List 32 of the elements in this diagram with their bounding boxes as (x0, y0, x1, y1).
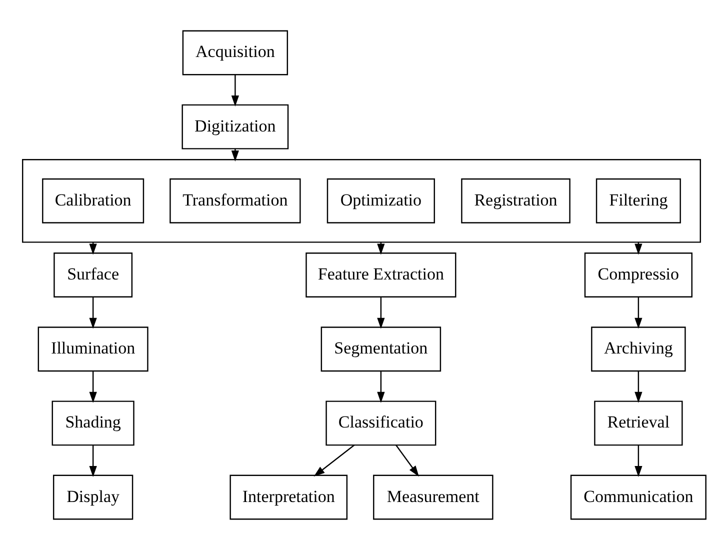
arrow (89, 370, 97, 402)
node-box: Transformation (170, 178, 301, 223)
node-box: Measurement (373, 474, 494, 520)
node-box: Interpretation (230, 474, 348, 520)
node-box: Classificatio (326, 400, 436, 446)
node-box: Surface (54, 252, 133, 297)
node-box: Digitization (182, 104, 289, 149)
node-box: Segmentation (320, 326, 442, 372)
arrow (314, 444, 355, 476)
node-box: Feature Extraction (306, 252, 456, 297)
arrow (634, 370, 642, 402)
arrow (396, 444, 419, 476)
arrow (231, 74, 240, 106)
cluster (22, 158, 701, 242)
node-box: Communication (570, 474, 706, 520)
arrow (377, 370, 385, 402)
node-box: Calibration (42, 178, 144, 223)
arrow (634, 296, 642, 328)
node-box: Filtering (596, 178, 681, 223)
arrow (634, 444, 642, 476)
node-box: Retrieval (594, 400, 683, 446)
arrow (89, 444, 97, 476)
node-box: Acquisition (182, 30, 288, 75)
arrow (89, 296, 97, 328)
arrow (377, 296, 385, 328)
node-box: Optimizatio (326, 178, 435, 223)
node-box: Display (52, 474, 134, 520)
node-box: Registration (461, 178, 570, 223)
node-box: Archiving (591, 326, 686, 372)
node-box: Shading (52, 400, 134, 446)
node-box: Compressio (584, 252, 692, 297)
node-box: Illumination (38, 326, 148, 372)
